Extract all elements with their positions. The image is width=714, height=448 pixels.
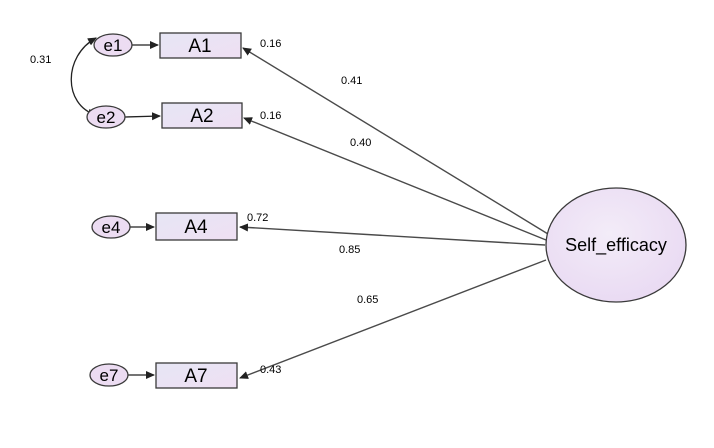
loading-a7: 0.65 [357,294,378,306]
loading-a2: 0.40 [350,137,371,149]
error-covariance-arc [70,37,97,117]
error-e7: e7 [89,363,129,387]
loading-path-a7 [239,259,547,379]
error-e2-label: e2 [97,108,116,127]
error-e4-label: e4 [102,218,121,237]
r-squared-a4: 0.72 [247,212,268,224]
loading-path-a1 [242,47,549,235]
indicator-a1: A1 [159,32,242,59]
r-squared-a7: 0.43 [260,364,281,376]
loading-a4: 0.85 [339,244,360,256]
error-e1: e1 [93,33,133,57]
error-covariance-value: 0.31 [30,54,51,66]
latent-self-efficacy: Self_efficacy [545,187,687,303]
indicator-a4-label: A4 [184,217,208,238]
error-e2: e2 [86,105,126,129]
indicator-a2-label: A2 [190,106,213,127]
loading-a1: 0.41 [341,75,362,87]
e2-to-a2-arrow [124,112,161,121]
error-e7-label: e7 [100,366,119,385]
loading-path-a4 [239,223,546,246]
r-squared-a1: 0.16 [260,38,281,50]
error-e4: e4 [91,215,131,239]
indicator-a4: A4 [155,212,238,241]
error-e1-label: e1 [104,36,123,55]
loading-path-a2 [243,117,547,241]
indicator-a2: A2 [161,102,243,129]
latent-label: Self_efficacy [565,235,667,256]
indicator-a7-label: A7 [184,366,207,387]
indicator-a7: A7 [155,362,238,389]
r-squared-a2: 0.16 [260,110,281,122]
indicator-a1-label: A1 [188,36,211,57]
